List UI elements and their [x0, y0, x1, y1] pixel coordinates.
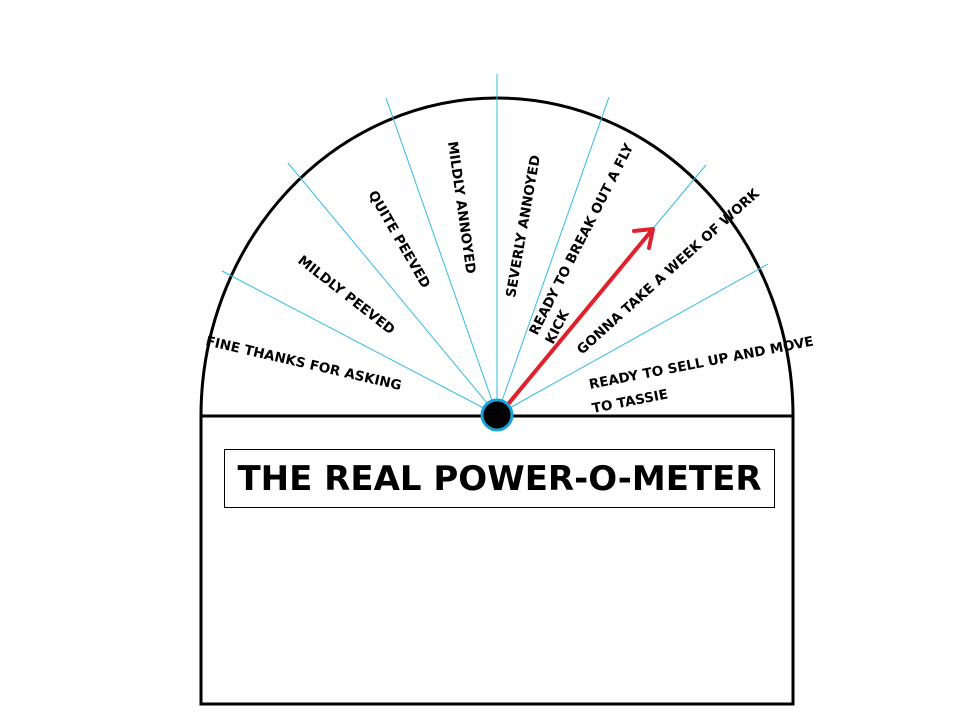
segment-label-fine: FINE THANKS FOR ASKING: [204, 333, 403, 394]
segment-label-tassie-line1: READY TO SELL UP AND MOVE: [588, 334, 815, 393]
pointer-head: [632, 227, 655, 250]
divider-line: [385, 97, 498, 416]
divider-line: [496, 263, 769, 416]
segment-label-mildly-peeved: MILDLY PEEVED: [295, 253, 398, 339]
segment-label-mildly-annoyed: MILDLY ANNOYED: [444, 140, 478, 274]
divider-line: [287, 162, 498, 416]
pointer-arrow: [498, 227, 655, 416]
page-title: THE REAL POWER-O-METER: [237, 458, 762, 499]
segment-label-severly-annoyed: SEVERLY ANNOYED: [503, 154, 544, 299]
pointer-hub: [480, 398, 514, 432]
pointer-shaft: [498, 228, 654, 416]
divider-line: [496, 96, 610, 416]
segment-label-tassie-line2: TO TASSIE: [591, 387, 670, 417]
divider-line: [221, 270, 498, 416]
title-box: THE REAL POWER-O-METER: [224, 449, 775, 508]
meter-base-panel: [199, 414, 795, 706]
